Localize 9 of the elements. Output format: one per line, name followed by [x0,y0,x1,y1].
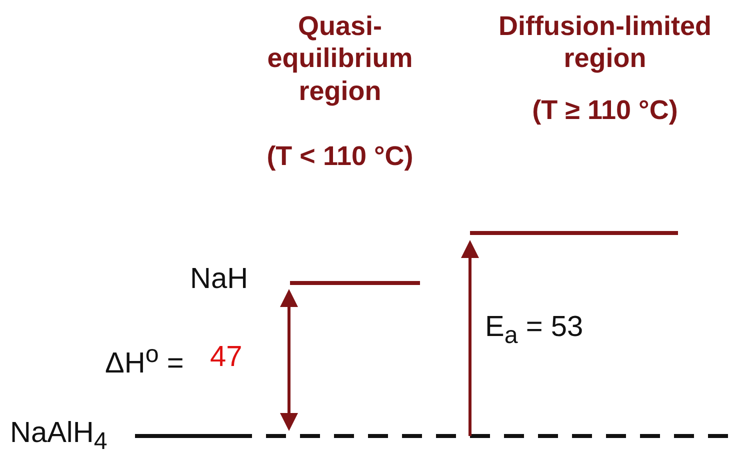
region-heading: Quasi-equilibrium region [266,10,414,108]
temperature-note: (T < 110 °C) [266,140,414,172]
activation-energy-label: E$_{a}$ = 53 [485,310,584,350]
region-heading: Diffusion-limited region [498,10,712,75]
temperature-note: (T ≥ 110 °C) [531,94,679,126]
level-label: NaH [190,262,248,297]
level-label: NaAlH$_{4}$ [10,416,108,455]
enthalpy-label: ΔH$^{o}$ = [105,340,184,382]
enthalpy-value: 47 [210,340,242,375]
